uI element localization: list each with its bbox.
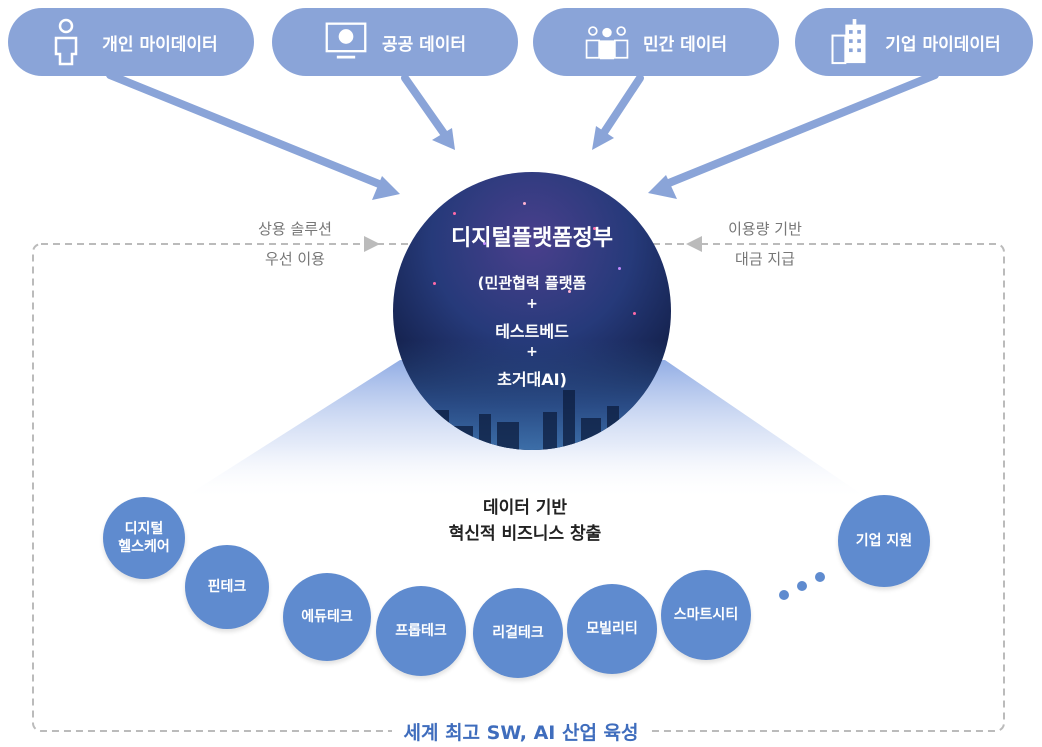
source-label-personal: 개인 마이데이터 <box>102 34 218 55</box>
left-note-line2: 우선 이용 <box>265 250 325 268</box>
left-gray-arrow <box>364 236 380 252</box>
sector-label: 모빌리티 <box>586 621 638 637</box>
source-pill-public: 공공 데이터 <box>272 8 518 76</box>
arrowhead-public <box>432 128 455 150</box>
building-icon <box>827 17 871 67</box>
sector-legaltech: 리걸테크 <box>473 588 563 678</box>
right-note-line2: 대금 지급 <box>735 250 795 268</box>
left-note-line1: 상용 솔루션 <box>258 220 332 238</box>
arrowhead-personal <box>372 176 400 200</box>
hub-plus-1: + <box>526 296 538 312</box>
arrowhead-enterprise <box>648 175 677 199</box>
sector-label: 디지털 <box>124 521 164 537</box>
sector-digital-healthcare: 디지털 헬스케어 <box>103 497 185 579</box>
group-icon <box>585 17 629 67</box>
business-creation-title: 데이터 기반 혁신적 비즈니스 창출 <box>390 495 660 547</box>
arrowhead-private <box>592 126 614 150</box>
arrow-enterprise <box>660 71 939 189</box>
monitor-icon <box>324 17 368 67</box>
sector-label: 에듀테크 <box>301 609 353 625</box>
city-skyline <box>413 390 647 450</box>
source-label-public: 공공 데이터 <box>381 34 467 55</box>
ellipsis-dot-3 <box>815 572 825 582</box>
hub-title: 디지털플랫폼정부 <box>451 226 613 251</box>
business-line2: 혁신적 비즈니스 창출 <box>448 524 602 544</box>
ellipsis-dot-1 <box>779 590 789 600</box>
sector-label: 기업 지원 <box>855 533 913 549</box>
sector-edutech: 에듀테크 <box>283 573 371 661</box>
source-label-enterprise: 기업 마이데이터 <box>885 34 1001 55</box>
sector-mobility: 모빌리티 <box>567 584 657 674</box>
sector-proptech: 프롭테크 <box>376 586 466 676</box>
hub-line-platform: (민관협력 플랫폼 <box>477 274 587 292</box>
bottom-title: 세계 최고 SW, AI 산업 육성 <box>0 718 1042 745</box>
left-note: 상용 솔루션 우선 이용 <box>225 214 365 274</box>
sector-label: 핀테크 <box>207 579 247 595</box>
sector-fintech: 핀테크 <box>185 545 269 629</box>
bottom-title-text: 세계 최고 SW, AI 산업 육성 <box>391 722 651 744</box>
arrow-personal <box>106 71 388 190</box>
arrow-private <box>599 74 644 138</box>
ellipsis-dot-2 <box>797 581 807 591</box>
business-line1: 데이터 기반 <box>482 498 568 518</box>
arrow-public <box>401 74 449 139</box>
sector-label: 리걸테크 <box>492 625 544 641</box>
hub-line-ai: 초거대AI) <box>497 370 567 389</box>
source-pill-personal: 개인 마이데이터 <box>8 8 254 76</box>
right-note: 이용량 기반 대금 지급 <box>695 214 835 274</box>
sector-label-2: 헬스케어 <box>118 539 170 555</box>
right-gray-arrow <box>686 236 702 252</box>
sector-enterprise-support: 기업 지원 <box>838 495 930 587</box>
sector-smartcity: 스마트시티 <box>661 570 751 660</box>
source-label-private: 민간 데이터 <box>642 34 728 55</box>
source-pill-private: 민간 데이터 <box>533 8 779 76</box>
dashed-loop <box>32 243 1005 732</box>
sector-label: 스마트시티 <box>673 607 739 623</box>
person-icon <box>44 17 88 67</box>
right-note-line1: 이용량 기반 <box>728 220 802 238</box>
platform-hub: 디지털플랫폼정부 (민관협력 플랫폼 + 테스트베드 + 초거대AI) <box>393 172 671 450</box>
hub-plus-2: + <box>526 344 538 360</box>
source-pill-enterprise: 기업 마이데이터 <box>795 8 1033 76</box>
hub-line-testbed: 테스트베드 <box>495 322 569 341</box>
sector-label: 프롭테크 <box>395 623 447 639</box>
